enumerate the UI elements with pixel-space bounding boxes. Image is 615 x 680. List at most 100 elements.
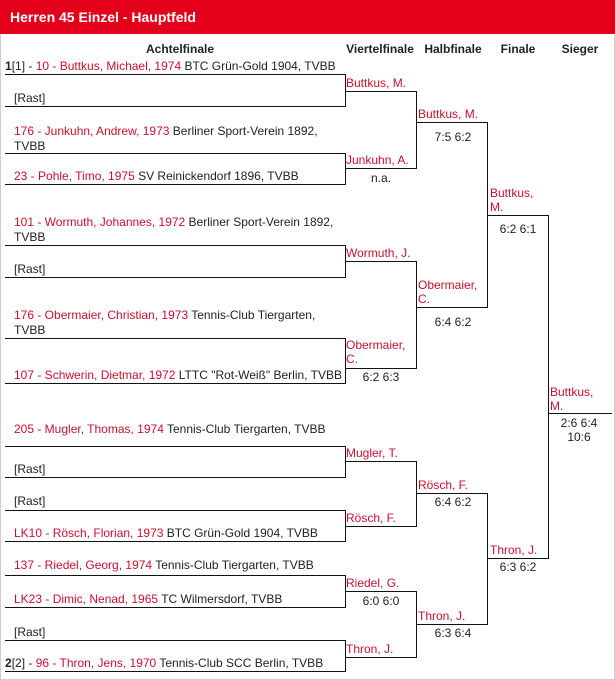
bracket-line (416, 624, 488, 625)
bracket-line (345, 153, 346, 185)
qf-winner-4[interactable]: Obermaier, C. (346, 338, 406, 366)
player-link[interactable]: 176 - Junkuhn, Andrew, 1973 (14, 124, 170, 138)
player-link[interactable]: 137 - Riedel, Georg, 1974 (14, 558, 153, 572)
bracket-line (5, 383, 345, 384)
bracket-line (5, 74, 345, 75)
bracket-line (5, 671, 345, 672)
bracket-line (345, 526, 417, 527)
bracket-line (487, 215, 549, 216)
bracket-line (548, 413, 612, 414)
bracket-line (5, 477, 345, 478)
column-header-finale: Finale (500, 42, 536, 56)
player-link[interactable]: 176 - Obermaier, Christian, 1973 (14, 308, 189, 322)
player-link[interactable]: 101 - Wormuth, Johannes, 1972 (14, 215, 186, 229)
entry-11: [Rast] (14, 494, 46, 508)
column-header-achtelfinale: Achtelfinale (145, 42, 214, 56)
champion-score: 2:6 6:4 10:6 (560, 416, 598, 444)
bracket-line (5, 640, 345, 641)
qf-winner-8[interactable]: Thron, J. (346, 642, 394, 656)
bracket-line (345, 657, 417, 658)
bracket-line (345, 461, 417, 462)
champion-name[interactable]: Buttkus, M. (550, 385, 594, 413)
sf-winner-2[interactable]: Obermaier, C. (418, 278, 478, 306)
entry-10: [Rast] (14, 462, 46, 476)
column-header-viertelfinale: Viertelfinale (346, 42, 414, 56)
qf-winner-2[interactable]: Junkuhn, A. (346, 153, 409, 167)
column-header-halbfinale: Halbfinale (424, 42, 482, 56)
bracket-line (345, 91, 417, 92)
entry-8[interactable]: 107 - Schwerin, Dietmar, 1972 LTTC "Rot-… (14, 368, 342, 382)
draw-title: Herren 45 Einzel - Hauptfeld (0, 0, 615, 34)
qf-score-7: 6:0 6:0 (362, 594, 400, 608)
final-score-1: 6:2 6:1 (499, 222, 537, 236)
player-link[interactable]: 10 - Buttkus, Michael, 1974 (35, 59, 182, 73)
bracket-line (5, 277, 345, 278)
bracket-line (5, 607, 345, 608)
qf-winner-1[interactable]: Buttkus, M. (346, 76, 407, 90)
bracket-line (416, 307, 488, 308)
player-link[interactable]: 23 - Pohle, Timo, 1975 (14, 169, 135, 183)
bracket-line (416, 122, 488, 123)
entry-5-club-cont: TVBB (14, 230, 46, 244)
entry-16[interactable]: 2[2] - 96 - Thron, Jens, 1970 Tennis-Clu… (5, 656, 324, 670)
entry-7-club-cont: TVBB (14, 323, 46, 337)
bracket-line (487, 493, 488, 625)
qf-winner-5[interactable]: Mugler, T. (346, 446, 398, 460)
bracket-line (5, 153, 345, 154)
final-winner-2[interactable]: Thron, J. (490, 543, 538, 557)
bracket-line (345, 368, 417, 369)
bracket-line (416, 461, 417, 527)
player-link[interactable]: LK10 - Rösch, Florian, 1973 (14, 526, 164, 540)
entry-1[interactable]: 1[1] - 10 - Buttkus, Michael, 1974 BTC G… (5, 59, 336, 73)
bracket-line (5, 575, 345, 576)
column-header-sieger: Sieger (561, 42, 599, 56)
qf-score-2: n.a. (370, 171, 391, 185)
bracket-line (5, 245, 345, 246)
entry-2: [Rast] (14, 91, 46, 105)
sf-winner-1[interactable]: Buttkus, M. (418, 107, 479, 121)
entry-15: [Rast] (14, 625, 46, 639)
bracket-line (5, 510, 345, 511)
qf-winner-6[interactable]: Rösch, F. (346, 511, 397, 525)
bracket-line (416, 261, 417, 369)
entry-12[interactable]: LK10 - Rösch, Florian, 1973 BTC Grün-Gol… (14, 526, 318, 540)
bracket-line (5, 338, 345, 339)
bracket-line (345, 591, 417, 592)
player-link[interactable]: 205 - Mugler, Thomas, 1974 (14, 422, 164, 436)
sf-score-1: 7:5 6:2 (434, 130, 472, 144)
qf-score-4: 6:2 6:3 (362, 370, 400, 384)
player-link[interactable]: 96 - Thron, Jens, 1970 (35, 656, 157, 670)
sf-winner-3[interactable]: Rösch, F. (418, 478, 469, 492)
bracket-line (345, 74, 346, 107)
final-score-2: 6:3 6:2 (499, 560, 537, 574)
entry-9[interactable]: 205 - Mugler, Thomas, 1974 Tennis-Club T… (14, 422, 326, 436)
entry-5[interactable]: 101 - Wormuth, Johannes, 1972 Berliner S… (14, 215, 334, 229)
entry-3[interactable]: 176 - Junkuhn, Andrew, 1973 Berliner Spo… (14, 124, 318, 138)
bracket-line (345, 338, 346, 384)
bracket-line (345, 446, 346, 478)
sf-score-3: 6:4 6:2 (434, 495, 472, 509)
bracket-line (345, 168, 417, 169)
bracket-line (345, 261, 417, 262)
entry-3-club-cont: TVBB (14, 139, 46, 153)
entry-7[interactable]: 176 - Obermaier, Christian, 1973 Tennis-… (14, 308, 316, 322)
sf-score-4: 6:3 6:4 (434, 626, 472, 640)
sf-winner-4[interactable]: Thron, J. (418, 609, 466, 623)
final-winner-1[interactable]: Buttkus, M. (490, 186, 534, 214)
player-link[interactable]: 107 - Schwerin, Dietmar, 1972 (14, 368, 176, 382)
player-link[interactable]: LK23 - Dimic, Nenad, 1965 (14, 592, 159, 606)
bracket-line (5, 184, 345, 185)
entry-13[interactable]: 137 - Riedel, Georg, 1974 Tennis-Club Ti… (14, 558, 314, 572)
qf-winner-3[interactable]: Wormuth, J. (346, 246, 411, 260)
bracket-line (5, 106, 345, 107)
qf-winner-7[interactable]: Riedel, G. (346, 576, 400, 590)
entry-14[interactable]: LK23 - Dimic, Nenad, 1965 TC Wilmersdorf… (14, 592, 283, 606)
bracket-line (345, 640, 346, 672)
sf-score-2: 6:4 6:2 (434, 315, 472, 329)
entry-4[interactable]: 23 - Pohle, Timo, 1975 SV Reinickendorf … (14, 169, 299, 183)
entry-6: [Rast] (14, 262, 46, 276)
bracket-line (5, 541, 345, 542)
bracket-line (548, 215, 549, 559)
bracket-line (416, 91, 417, 169)
